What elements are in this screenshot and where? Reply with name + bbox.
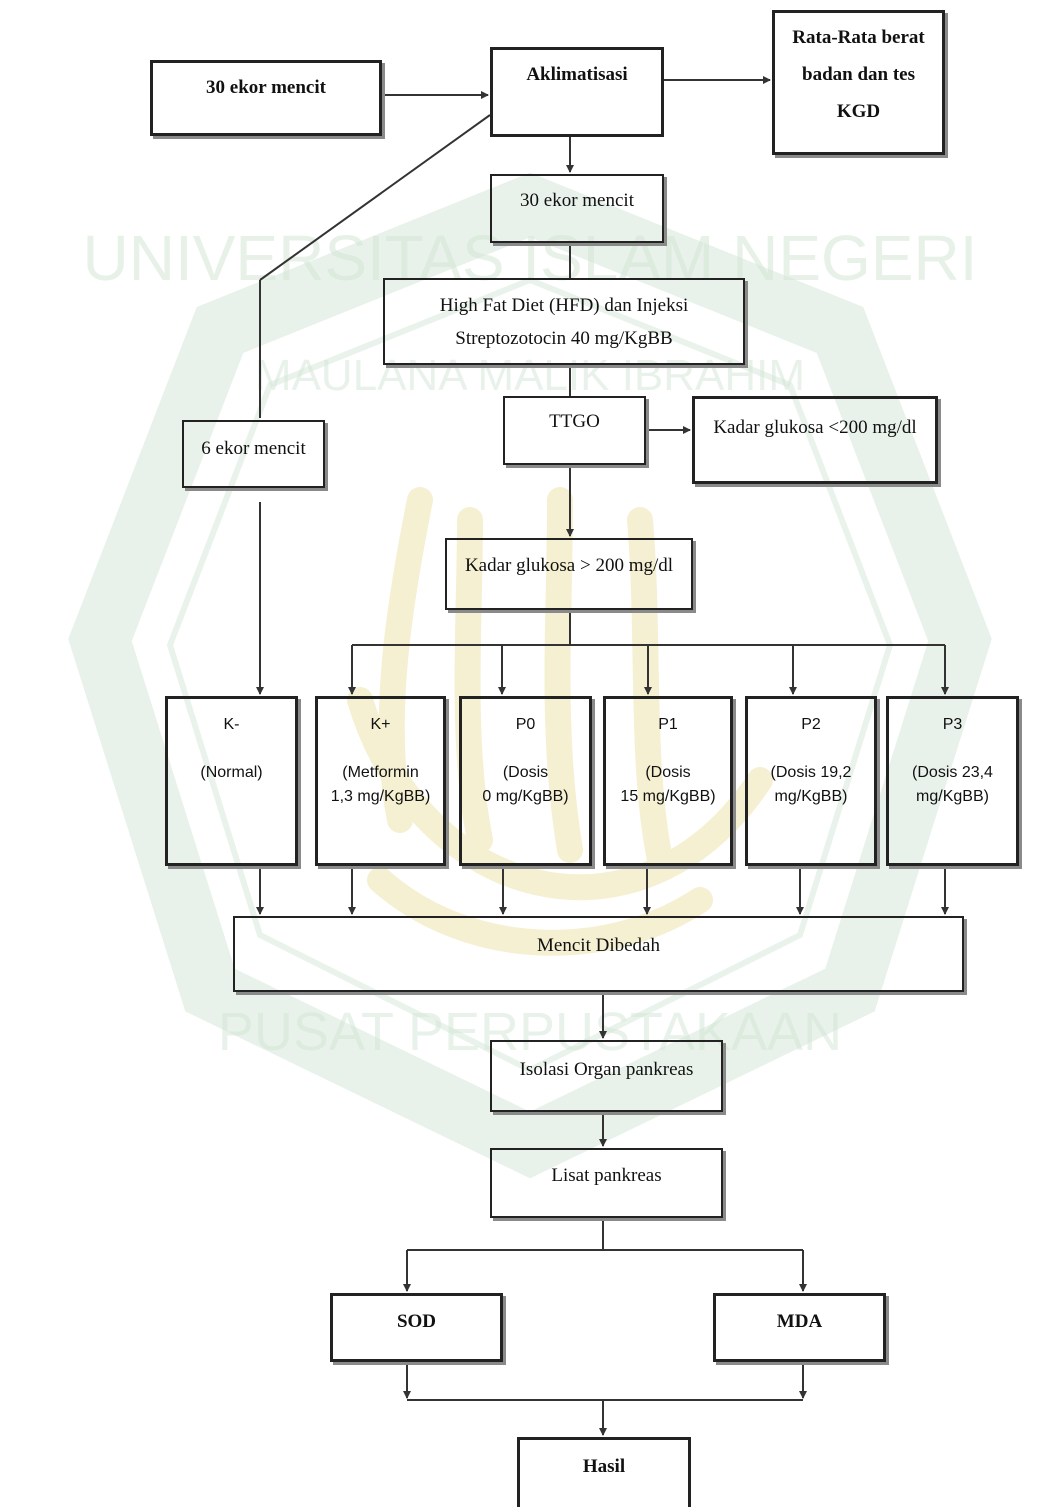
- node-isolasi-organ: Isolasi Organ pankreas: [490, 1040, 723, 1112]
- group-k-plus-desc-1: (Metformin: [342, 764, 419, 781]
- node-hfd: High Fat Diet (HFD) dan Injeksi Streptoz…: [383, 278, 745, 365]
- node-lisat-pankreas: Lisat pankreas: [490, 1148, 723, 1218]
- group-k-minus: K- (Normal): [165, 696, 298, 866]
- group-p0-desc-1: (Dosis: [502, 764, 549, 781]
- watermark-text-top: UNIVERSITAS ISLAM NEGERI: [83, 222, 978, 294]
- group-p2-code: P2: [801, 716, 821, 733]
- group-p0-code: P0: [515, 716, 536, 733]
- watermark-text-middle: MAULANA MALIK IBRAHIM: [255, 351, 805, 400]
- group-p0-desc-2: 0 mg/KgBB): [482, 788, 569, 805]
- node-sod: SOD: [330, 1293, 503, 1362]
- node-start-label: 30 ekor mencit: [206, 77, 326, 98]
- group-k-plus: K+ (Metformin 1,3 mg/KgBB): [315, 696, 446, 866]
- group-k-plus-code: K+: [370, 716, 391, 733]
- group-p1-desc-1: (Dosis: [645, 764, 691, 781]
- group-k-plus-desc-2: 1,3 mg/KgBB): [330, 788, 431, 805]
- node-aklimatisasi-label: Aklimatisasi: [526, 64, 628, 85]
- node-mda: MDA: [713, 1293, 886, 1362]
- node-30-mencit-label: 30 ekor mencit: [520, 190, 634, 211]
- line-aklimatisasi-to-branch: [259, 114, 491, 281]
- group-p3-desc-1: (Dosis 23,4: [912, 764, 993, 781]
- node-hfd-line-1: High Fat Diet (HFD) dan Injeksi: [439, 295, 689, 316]
- group-p2: P2 (Dosis 19,2 mg/KgBB): [745, 696, 877, 866]
- node-glukosa-high: Kadar glukosa > 200 mg/dl: [445, 538, 693, 610]
- group-p1-code: P1: [658, 716, 678, 733]
- group-p1: P1 (Dosis 15 mg/KgBB): [603, 696, 733, 866]
- node-6-mencit-label: 6 ekor mencit: [201, 438, 306, 459]
- node-mencit-dibedah: Mencit Dibedah: [233, 916, 964, 992]
- node-mencit-dibedah-label: Mencit Dibedah: [537, 935, 660, 956]
- watermark-text-bottom: PUSAT PERPUSTAKAAN: [218, 1002, 842, 1062]
- node-isolasi-label: Isolasi Organ pankreas: [519, 1059, 694, 1080]
- node-glukosa-low: Kadar glukosa <200 mg/dl: [692, 396, 938, 484]
- group-p2-desc-1: (Dosis 19,2: [770, 764, 852, 781]
- group-k-minus-code: K-: [223, 716, 240, 733]
- group-p2-desc-2: mg/KgBB): [774, 788, 848, 805]
- node-hasil-label: Hasil: [582, 1456, 626, 1477]
- node-30-mencit: 30 ekor mencit: [490, 174, 664, 243]
- node-rata-line-2: badan dan tes: [802, 64, 915, 86]
- node-lisat-label: Lisat pankreas: [551, 1165, 662, 1186]
- group-p3: P3 (Dosis 23,4 mg/KgBB): [886, 696, 1019, 866]
- node-hfd-line-2: Streptozotocin 40 mg/KgBB: [455, 328, 673, 350]
- node-ttgo-label: TTGO: [549, 411, 600, 432]
- watermark-ring-inner: [166, 276, 894, 1074]
- node-rata-line-3: KGD: [836, 101, 881, 123]
- watermark-ring-outer: [68, 172, 992, 1179]
- group-k-minus-desc-1: (Normal): [200, 764, 263, 781]
- node-ttgo: TTGO: [503, 396, 646, 465]
- group-p3-code: P3: [942, 716, 963, 733]
- node-rata-line-1: Rata-Rata berat: [792, 27, 925, 48]
- node-glukosa-low-label: Kadar glukosa <200 mg/dl: [713, 417, 917, 438]
- group-p3-desc-2: mg/KgBB): [916, 788, 989, 805]
- node-sod-label: SOD: [396, 1311, 437, 1332]
- node-start-30-mencit: 30 ekor mencit: [150, 60, 382, 136]
- group-p0: P0 (Dosis 0 mg/KgBB): [459, 696, 592, 866]
- node-6-mencit: 6 ekor mencit: [182, 420, 325, 488]
- group-p1-desc-2: 15 mg/KgBB): [620, 788, 716, 805]
- node-mda-label: MDA: [776, 1311, 823, 1332]
- node-aklimatisasi: Aklimatisasi: [490, 47, 664, 137]
- node-hasil: Hasil: [517, 1437, 691, 1507]
- node-rata-rata: Rata-Rata berat badan dan tes KGD: [772, 10, 945, 155]
- node-glukosa-high-label: Kadar glukosa > 200 mg/dl: [464, 555, 674, 576]
